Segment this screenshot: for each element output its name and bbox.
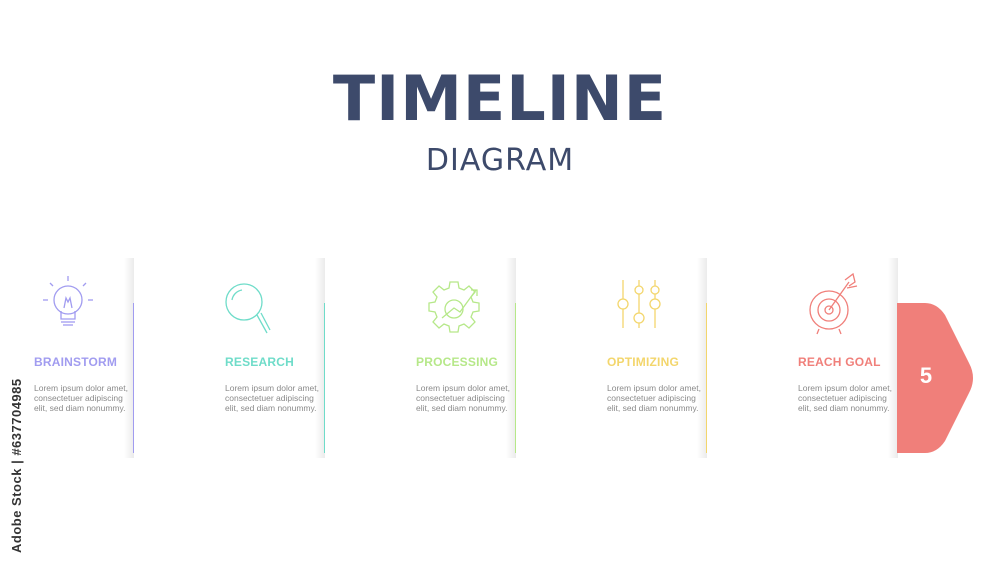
target-icon xyxy=(801,268,871,338)
step-4-label: OPTIMIZING xyxy=(607,355,679,369)
step-3-panel: PROCESSING Lorem ipsum dolor amet, conse… xyxy=(325,258,516,458)
step-2-label: RESEARCH xyxy=(225,355,294,369)
stock-id-watermark: Adobe Stock | #637704985 xyxy=(9,378,24,553)
gear-icon xyxy=(420,268,490,338)
step-3-label: PROCESSING xyxy=(416,355,499,369)
step-5-description: Lorem ipsum dolor amet, consectetuer adi… xyxy=(798,383,893,413)
step-4-panel: OPTIMIZING Lorem ipsum dolor amet, conse… xyxy=(516,258,707,458)
step-3-description: Lorem ipsum dolor amet, consectetuer adi… xyxy=(416,383,511,413)
step-1-label: BRAINSTORM xyxy=(34,355,118,369)
diagram-title: TIMELINE xyxy=(332,62,668,135)
step-2-description: Lorem ipsum dolor amet, consectetuer adi… xyxy=(225,383,320,413)
step-5-label: REACH GOAL xyxy=(798,355,881,369)
sliders-icon xyxy=(608,268,678,338)
lightbulb-icon xyxy=(33,268,103,338)
step-5-panel: REACH GOAL Lorem ipsum dolor amet, conse… xyxy=(707,258,898,458)
step-2-panel: RESEARCH Lorem ipsum dolor amet, consect… xyxy=(134,258,325,458)
step-4-description: Lorem ipsum dolor amet, consectetuer adi… xyxy=(607,383,702,413)
step-1-panel: BRAINSTORM Lorem ipsum dolor amet, conse… xyxy=(0,258,134,458)
magnifier-icon xyxy=(212,268,282,338)
step-5-arrow: 5 xyxy=(897,303,977,453)
step-1-description: Lorem ipsum dolor amet, consectetuer adi… xyxy=(34,383,129,413)
diagram-subtitle: DIAGRAM xyxy=(425,143,575,178)
step-5-number: 5 xyxy=(919,363,933,388)
